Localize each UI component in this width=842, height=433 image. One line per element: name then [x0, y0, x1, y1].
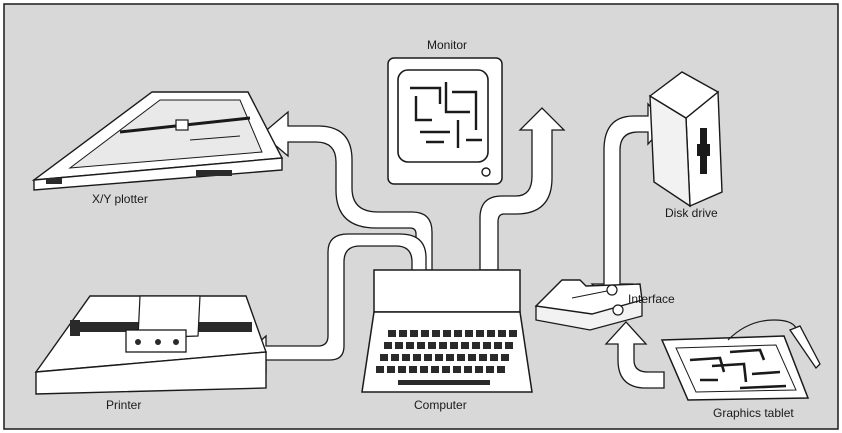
plotter-keypad [196, 170, 232, 176]
printer-roller-end [70, 320, 80, 336]
keyboard-key [446, 354, 454, 361]
computer-spacebar [398, 380, 490, 385]
keyboard-key [509, 330, 517, 337]
keyboard-key [388, 330, 396, 337]
printer-knob-3 [173, 339, 179, 345]
printer-knob-1 [135, 339, 141, 345]
monitor-screen [398, 70, 488, 162]
keyboard-key [476, 330, 484, 337]
label-plotter: X/Y plotter [92, 192, 148, 206]
keyboard-key [487, 330, 495, 337]
interface-port-2 [613, 305, 623, 315]
keyboard-key [395, 342, 403, 349]
computer-device [362, 270, 532, 392]
keyboard-key [501, 354, 509, 361]
keyboard-key [380, 354, 388, 361]
keyboard-key [479, 354, 487, 361]
disk-drive-latch [697, 144, 710, 156]
keyboard-key [465, 330, 473, 337]
keyboard-key [464, 366, 472, 373]
keyboard-key [420, 366, 428, 373]
keyboard-key [424, 354, 432, 361]
keyboard-key [384, 342, 392, 349]
keyboard-key [450, 342, 458, 349]
keyboard-key [431, 366, 439, 373]
keyboard-key [498, 330, 506, 337]
keyboard-key [402, 354, 410, 361]
label-tablet: Graphics tablet [713, 406, 794, 420]
keyboard-key [443, 330, 451, 337]
keyboard-key [468, 354, 476, 361]
keyboard-key [417, 342, 425, 349]
keyboard-key [442, 366, 450, 373]
keyboard-key [486, 366, 494, 373]
disk-drive-device [650, 72, 722, 206]
keyboard-key [398, 366, 406, 373]
keyboard-key [391, 354, 399, 361]
monitor-device [388, 58, 502, 184]
printer-knob-2 [155, 339, 161, 345]
keyboard-key [497, 366, 505, 373]
label-printer: Printer [106, 398, 141, 412]
keyboard-key [376, 366, 384, 373]
keyboard-key [387, 366, 395, 373]
plotter-switch [46, 178, 62, 184]
keyboard-key [494, 342, 502, 349]
keyboard-key [399, 330, 407, 337]
keyboard-key [461, 342, 469, 349]
keyboard-key [483, 342, 491, 349]
label-computer: Computer [414, 398, 467, 412]
keyboard-key [435, 354, 443, 361]
interface-port-1 [607, 285, 617, 295]
keyboard-key [505, 342, 513, 349]
plotter-pen-head [176, 120, 188, 130]
keyboard-key [472, 342, 480, 349]
keyboard-key [406, 342, 414, 349]
keyboard-key [490, 354, 498, 361]
keyboard-key [421, 330, 429, 337]
label-monitor: Monitor [427, 38, 467, 52]
keyboard-key [413, 354, 421, 361]
keyboard-key [432, 330, 440, 337]
keyboard-key [457, 354, 465, 361]
keyboard-key [453, 366, 461, 373]
label-interface: Interface [628, 292, 675, 306]
keyboard-key [439, 342, 447, 349]
keyboard-key [409, 366, 417, 373]
label-disk-drive: Disk drive [665, 206, 718, 220]
computer-monitor-base [374, 270, 520, 312]
monitor-power-knob [482, 168, 490, 176]
keyboard-key [475, 366, 483, 373]
keyboard-key [410, 330, 418, 337]
keyboard-key [428, 342, 436, 349]
keyboard-key [454, 330, 462, 337]
